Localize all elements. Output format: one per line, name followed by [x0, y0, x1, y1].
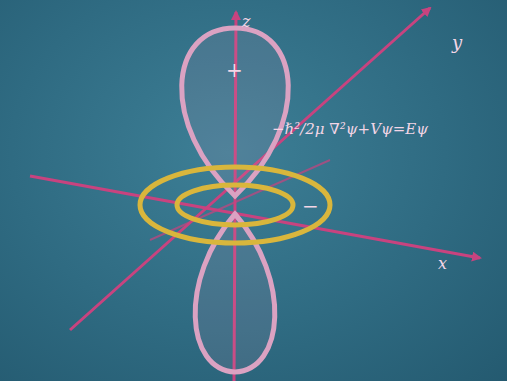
axis-label: x	[438, 256, 447, 272]
torus-inner	[177, 185, 293, 225]
equation-label: −ℏ²/2μ ∇²ψ+Vψ=Eψ	[272, 122, 428, 137]
sign-label: +	[226, 60, 243, 80]
lower-lobe	[195, 214, 275, 372]
torus-outer	[140, 167, 330, 243]
axis-label: z	[242, 14, 250, 30]
axis-label: y	[452, 34, 462, 52]
sign-label: −	[302, 196, 319, 216]
